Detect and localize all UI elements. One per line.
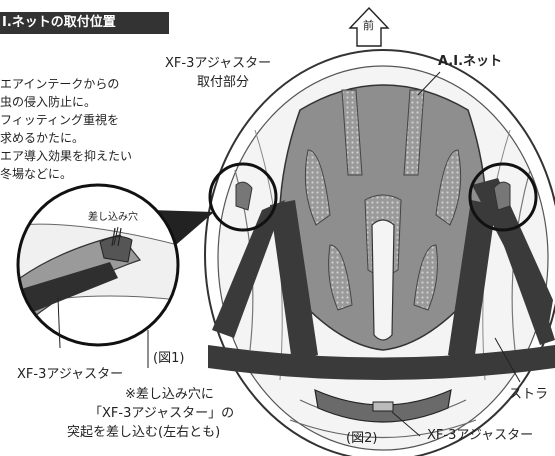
section-title: I.ネットの取付位置: [0, 12, 169, 34]
note-line-2: 「XF-3アジャスター」の: [89, 406, 235, 421]
front-label: 前: [363, 19, 374, 32]
mount-circle-right: [468, 162, 538, 232]
description-line-2: 虫の侵入防止に。: [0, 95, 97, 109]
mount-circle-left: [208, 162, 278, 232]
straps: [208, 178, 555, 380]
note-line-3: 突起を差し込む(左右とも): [67, 425, 221, 440]
description-line-3: フィッティング重視を: [0, 113, 120, 127]
adjuster-left-label: XF-3アジャスター: [17, 367, 124, 382]
ai-net: [278, 84, 488, 351]
description-line-4: 求めるかたに。: [0, 131, 85, 145]
adjuster-mount-label-line2: 取付部分: [197, 75, 250, 90]
adjuster-bottom-label: XF-3アジャスター: [427, 428, 534, 443]
note-line-1: ※差し込み穴に: [125, 387, 214, 402]
xf3-adjuster-rear: [314, 389, 452, 423]
fig1-label: (図1): [153, 351, 185, 366]
adjuster-mount-label-line1: XF-3アジャスター: [165, 56, 272, 71]
description-line-6: 冬場などに。: [0, 167, 73, 181]
description-line-1: エアインテークからの: [0, 77, 120, 91]
ai-net-label: A.I.ネット: [438, 54, 503, 69]
insert-hole-label: 差し込み穴: [88, 212, 138, 223]
zoom-detail-fig1: [16, 183, 180, 347]
front-arrow-icon: [348, 6, 390, 47]
leader-lines: [57, 71, 521, 437]
fig2-label: (図2): [346, 431, 378, 446]
description-line-5: エア導入効果を抑えたい: [0, 149, 133, 163]
strap-label: ストラ: [509, 387, 549, 402]
